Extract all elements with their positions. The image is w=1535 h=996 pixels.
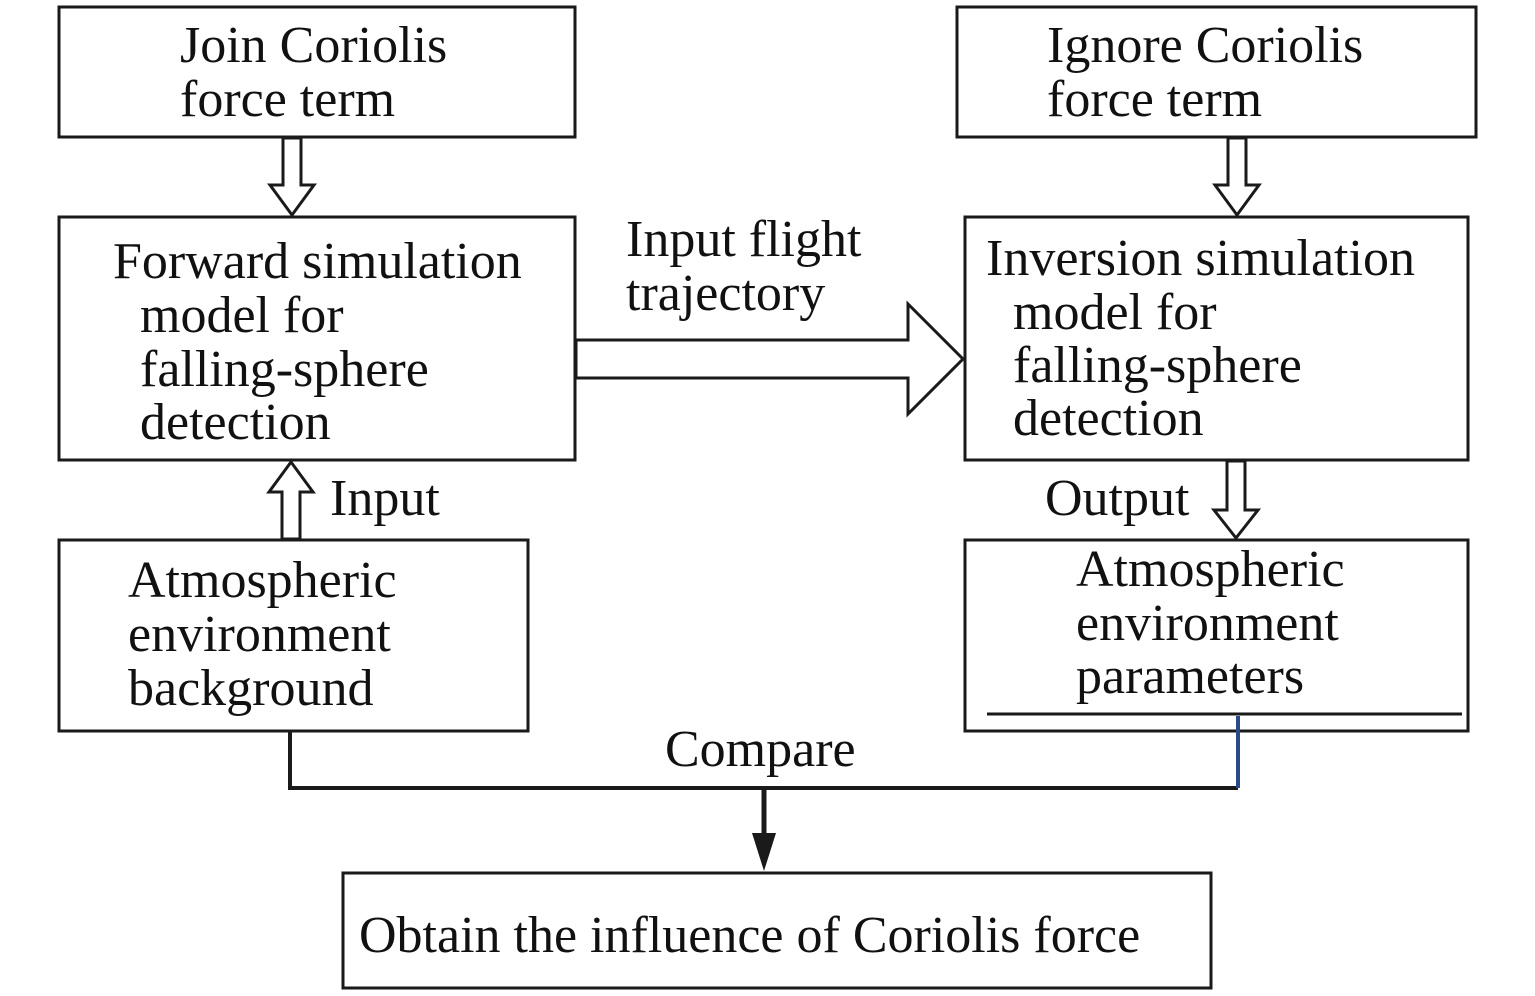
join-coriolis-box <box>57 5 577 139</box>
join-to-forward-arrow <box>267 136 317 218</box>
compare-connector-left <box>288 732 1238 790</box>
inversion-model-box <box>963 215 1470 462</box>
ignore-coriolis-label: Ignore Coriolis force term <box>1047 17 1376 128</box>
ignore-to-inversion-arrow <box>1212 136 1262 218</box>
input-label: Input <box>330 470 440 527</box>
trajectory-arrow <box>574 300 966 418</box>
forward-model-box <box>57 215 577 462</box>
inversion-model-label: Inversion simulation model for falling-s… <box>986 230 1428 447</box>
trajectory-label: Input flight trajectory <box>626 211 874 322</box>
atmospheric-parameters-label: Atmospheric environment parameters <box>1076 541 1358 705</box>
join-coriolis-label: Join Coriolis force term <box>180 17 460 128</box>
result-label: Obtain the influence of Coriolis force <box>359 907 1140 964</box>
result-box <box>341 871 1213 990</box>
ignore-coriolis-box <box>955 5 1478 139</box>
background-to-forward-arrow <box>266 459 316 541</box>
atmospheric-background-box <box>57 538 530 733</box>
inversion-to-parameters-arrow <box>1210 459 1262 541</box>
forward-model-label: Forward simulation model for falling-sph… <box>113 233 535 451</box>
compare-arrowhead <box>752 833 776 871</box>
compare-label: Compare <box>665 721 856 778</box>
atmospheric-background-label: Atmospheric environment background <box>128 552 410 717</box>
output-label: Output <box>1045 470 1190 527</box>
atmospheric-parameters-box <box>963 538 1470 733</box>
